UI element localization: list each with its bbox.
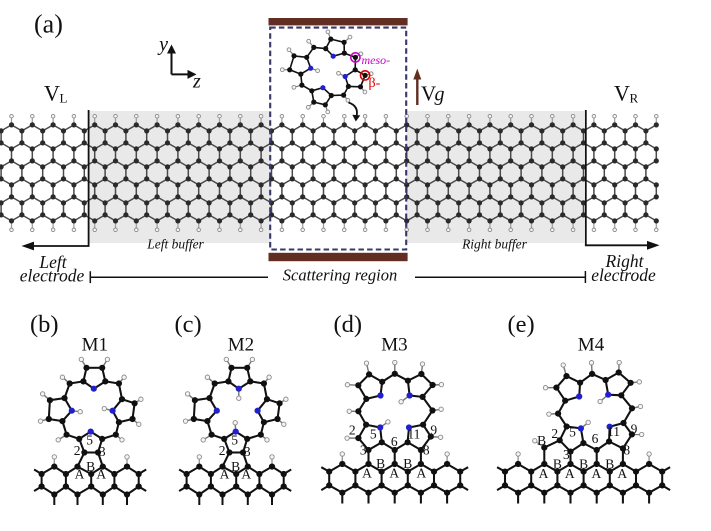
svg-text:A: A	[539, 466, 549, 481]
svg-text:B: B	[376, 456, 385, 471]
svg-text:M4: M4	[578, 335, 605, 356]
svg-text:3: 3	[360, 443, 367, 458]
svg-text:5: 5	[231, 432, 238, 447]
svg-text:B: B	[579, 457, 588, 472]
svg-text:5: 5	[370, 426, 377, 441]
svg-text:2: 2	[349, 423, 356, 438]
svg-text:V: V	[44, 81, 60, 106]
svg-text:2: 2	[219, 443, 226, 458]
svg-text:A: A	[389, 466, 399, 481]
svg-text:M1: M1	[82, 335, 108, 356]
svg-text:Right buffer: Right buffer	[461, 237, 528, 252]
svg-text:A: A	[417, 466, 427, 481]
svg-text:A: A	[241, 467, 251, 482]
svg-text:2: 2	[74, 443, 81, 458]
svg-text:B: B	[537, 433, 546, 448]
svg-text:6: 6	[391, 434, 398, 449]
svg-text:g: g	[435, 84, 445, 106]
svg-text:(c): (c)	[175, 311, 202, 338]
svg-text:M2: M2	[228, 335, 254, 356]
svg-text:3: 3	[563, 447, 570, 462]
svg-text:B: B	[605, 457, 614, 472]
svg-text:A: A	[220, 467, 230, 482]
svg-text:Left buffer: Left buffer	[146, 237, 204, 252]
svg-text:8: 8	[423, 443, 430, 458]
svg-text:y: y	[157, 34, 168, 56]
svg-text:3: 3	[99, 444, 106, 459]
svg-text:B: B	[553, 457, 562, 472]
svg-text:5: 5	[569, 424, 576, 439]
svg-text:R: R	[630, 91, 639, 106]
svg-text:electrode: electrode	[20, 266, 85, 286]
svg-text:z: z	[192, 71, 201, 93]
svg-text:3: 3	[244, 444, 251, 459]
svg-text:A: A	[565, 466, 575, 481]
svg-text:A: A	[592, 466, 602, 481]
svg-text:A: A	[362, 466, 372, 481]
svg-text:β-: β-	[369, 76, 381, 91]
svg-text:B: B	[403, 456, 412, 471]
svg-text:B: B	[231, 459, 240, 474]
svg-text:A: A	[617, 466, 627, 481]
svg-text:A: A	[96, 467, 106, 482]
svg-text:9: 9	[430, 423, 437, 438]
svg-text:8: 8	[623, 442, 630, 457]
svg-text:2: 2	[551, 426, 558, 441]
svg-text:9: 9	[631, 422, 638, 437]
svg-text:A: A	[75, 467, 85, 482]
svg-text:electrode: electrode	[591, 265, 656, 285]
svg-text:11: 11	[607, 424, 620, 439]
svg-text:(d): (d)	[334, 311, 363, 338]
svg-text:(a): (a)	[34, 10, 63, 39]
svg-text:11: 11	[407, 426, 420, 441]
svg-text:5: 5	[86, 432, 93, 447]
svg-text:6: 6	[592, 431, 599, 446]
svg-text:B: B	[86, 459, 95, 474]
svg-text:V: V	[614, 81, 630, 106]
svg-text:(e): (e)	[508, 311, 535, 338]
svg-text:meso-: meso-	[362, 53, 391, 67]
svg-text:L: L	[60, 91, 68, 106]
svg-text:M3: M3	[381, 335, 407, 356]
svg-text:Scattering region: Scattering region	[283, 266, 397, 285]
svg-text:(b): (b)	[30, 311, 59, 338]
